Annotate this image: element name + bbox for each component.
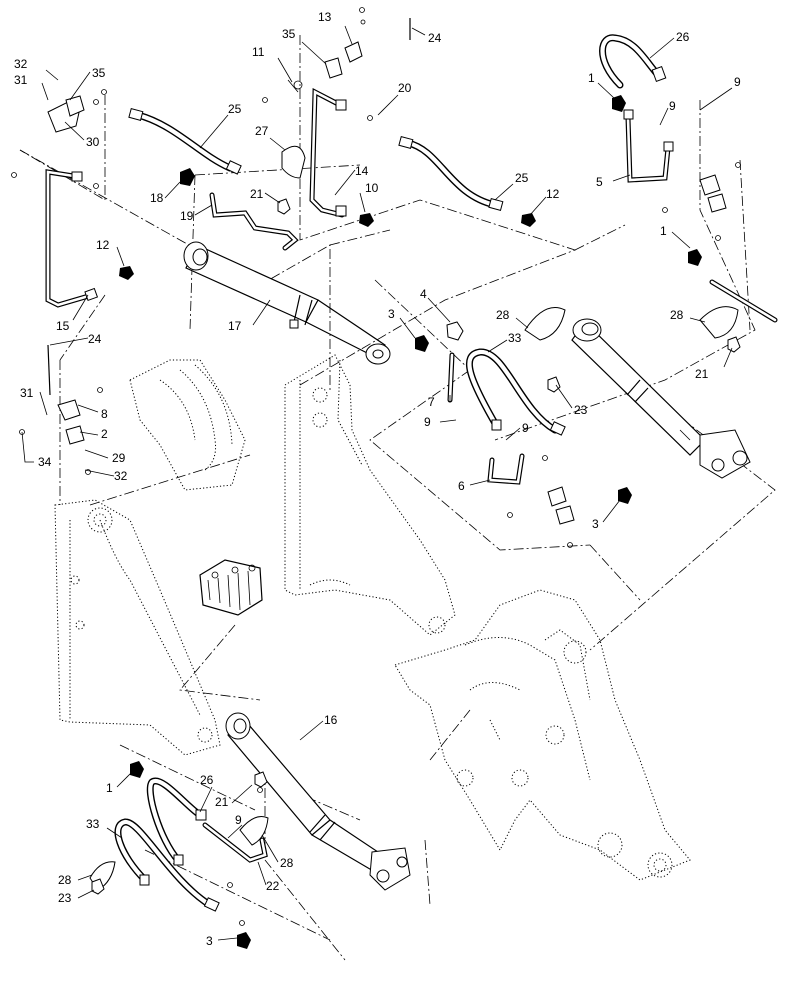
callout-6: 6 [458,479,465,493]
callout-34: 34 [38,455,52,469]
callout-3-center: 3 [388,307,395,321]
callout-32-left: 32 [114,469,128,483]
callout-28-bottom-right: 28 [280,856,294,870]
callout-33-center: 33 [508,331,522,345]
callout-35-top: 35 [282,27,296,41]
callout-3-bottom: 3 [206,934,213,948]
fittings [11,7,741,949]
callout-4: 4 [420,287,427,301]
loader-frame-reference [54,354,691,881]
callout-7: 7 [428,395,435,409]
callout-28-right: 28 [670,308,684,322]
callout-27: 27 [255,124,269,138]
callout-28-center: 28 [496,308,510,322]
callout-25-right: 25 [515,171,529,185]
callout-25-left: 25 [228,102,242,116]
callout-16: 16 [324,713,338,727]
callout-12-right: 12 [546,187,560,201]
callout-9-bottom: 9 [235,813,242,827]
callout-21-top: 21 [250,187,264,201]
callout-32: 32 [14,57,28,71]
callout-labels: 32 31 35 30 11 35 13 24 25 27 20 18 21 1… [14,10,741,948]
callout-35: 35 [92,66,106,80]
callout-24-left: 24 [88,332,102,346]
control-valve [199,559,263,616]
callout-31: 31 [14,73,28,87]
callout-22: 22 [266,879,280,893]
callout-9-b: 9 [734,75,741,89]
callout-9-center: 9 [424,415,431,429]
callout-1-right: 1 [660,224,667,238]
callout-23-bottom: 23 [58,891,72,905]
hoses [114,34,662,909]
callout-1-bottom: 1 [106,781,113,795]
callout-31-left: 31 [20,386,34,400]
callout-18: 18 [150,191,164,205]
callout-30: 30 [86,135,100,149]
callout-26-bottom: 26 [200,773,214,787]
callout-8: 8 [101,407,108,421]
callout-24-top: 24 [428,31,442,45]
callout-23-center: 23 [574,403,588,417]
callout-15: 15 [56,319,70,333]
callout-33-bottom: 33 [86,817,100,831]
cylinder-16 [225,712,411,891]
callout-19: 19 [180,209,194,223]
leader-lines [21,25,733,941]
callout-21-right: 21 [695,367,709,381]
callout-13: 13 [318,10,332,24]
callout-12-left: 12 [96,238,110,252]
cylinder-17 [183,241,391,365]
callout-14: 14 [355,164,369,178]
callout-3-right: 3 [592,517,599,531]
callout-29: 29 [112,451,126,465]
callout-17: 17 [228,319,242,333]
callout-2: 2 [101,427,108,441]
callout-26-top: 26 [676,30,690,44]
callout-1-top: 1 [588,71,595,85]
callout-28-bottom-left: 28 [58,873,72,887]
callout-11: 11 [252,45,265,59]
callout-5: 5 [596,175,603,189]
callout-20: 20 [398,81,412,95]
callout-9-a: 9 [669,99,676,113]
steel-tubes [45,87,778,863]
callout-21-bottom: 21 [215,795,229,809]
callout-9-center-b: 9 [522,421,529,435]
cylinder-right [571,318,751,479]
callout-10: 10 [365,181,379,195]
